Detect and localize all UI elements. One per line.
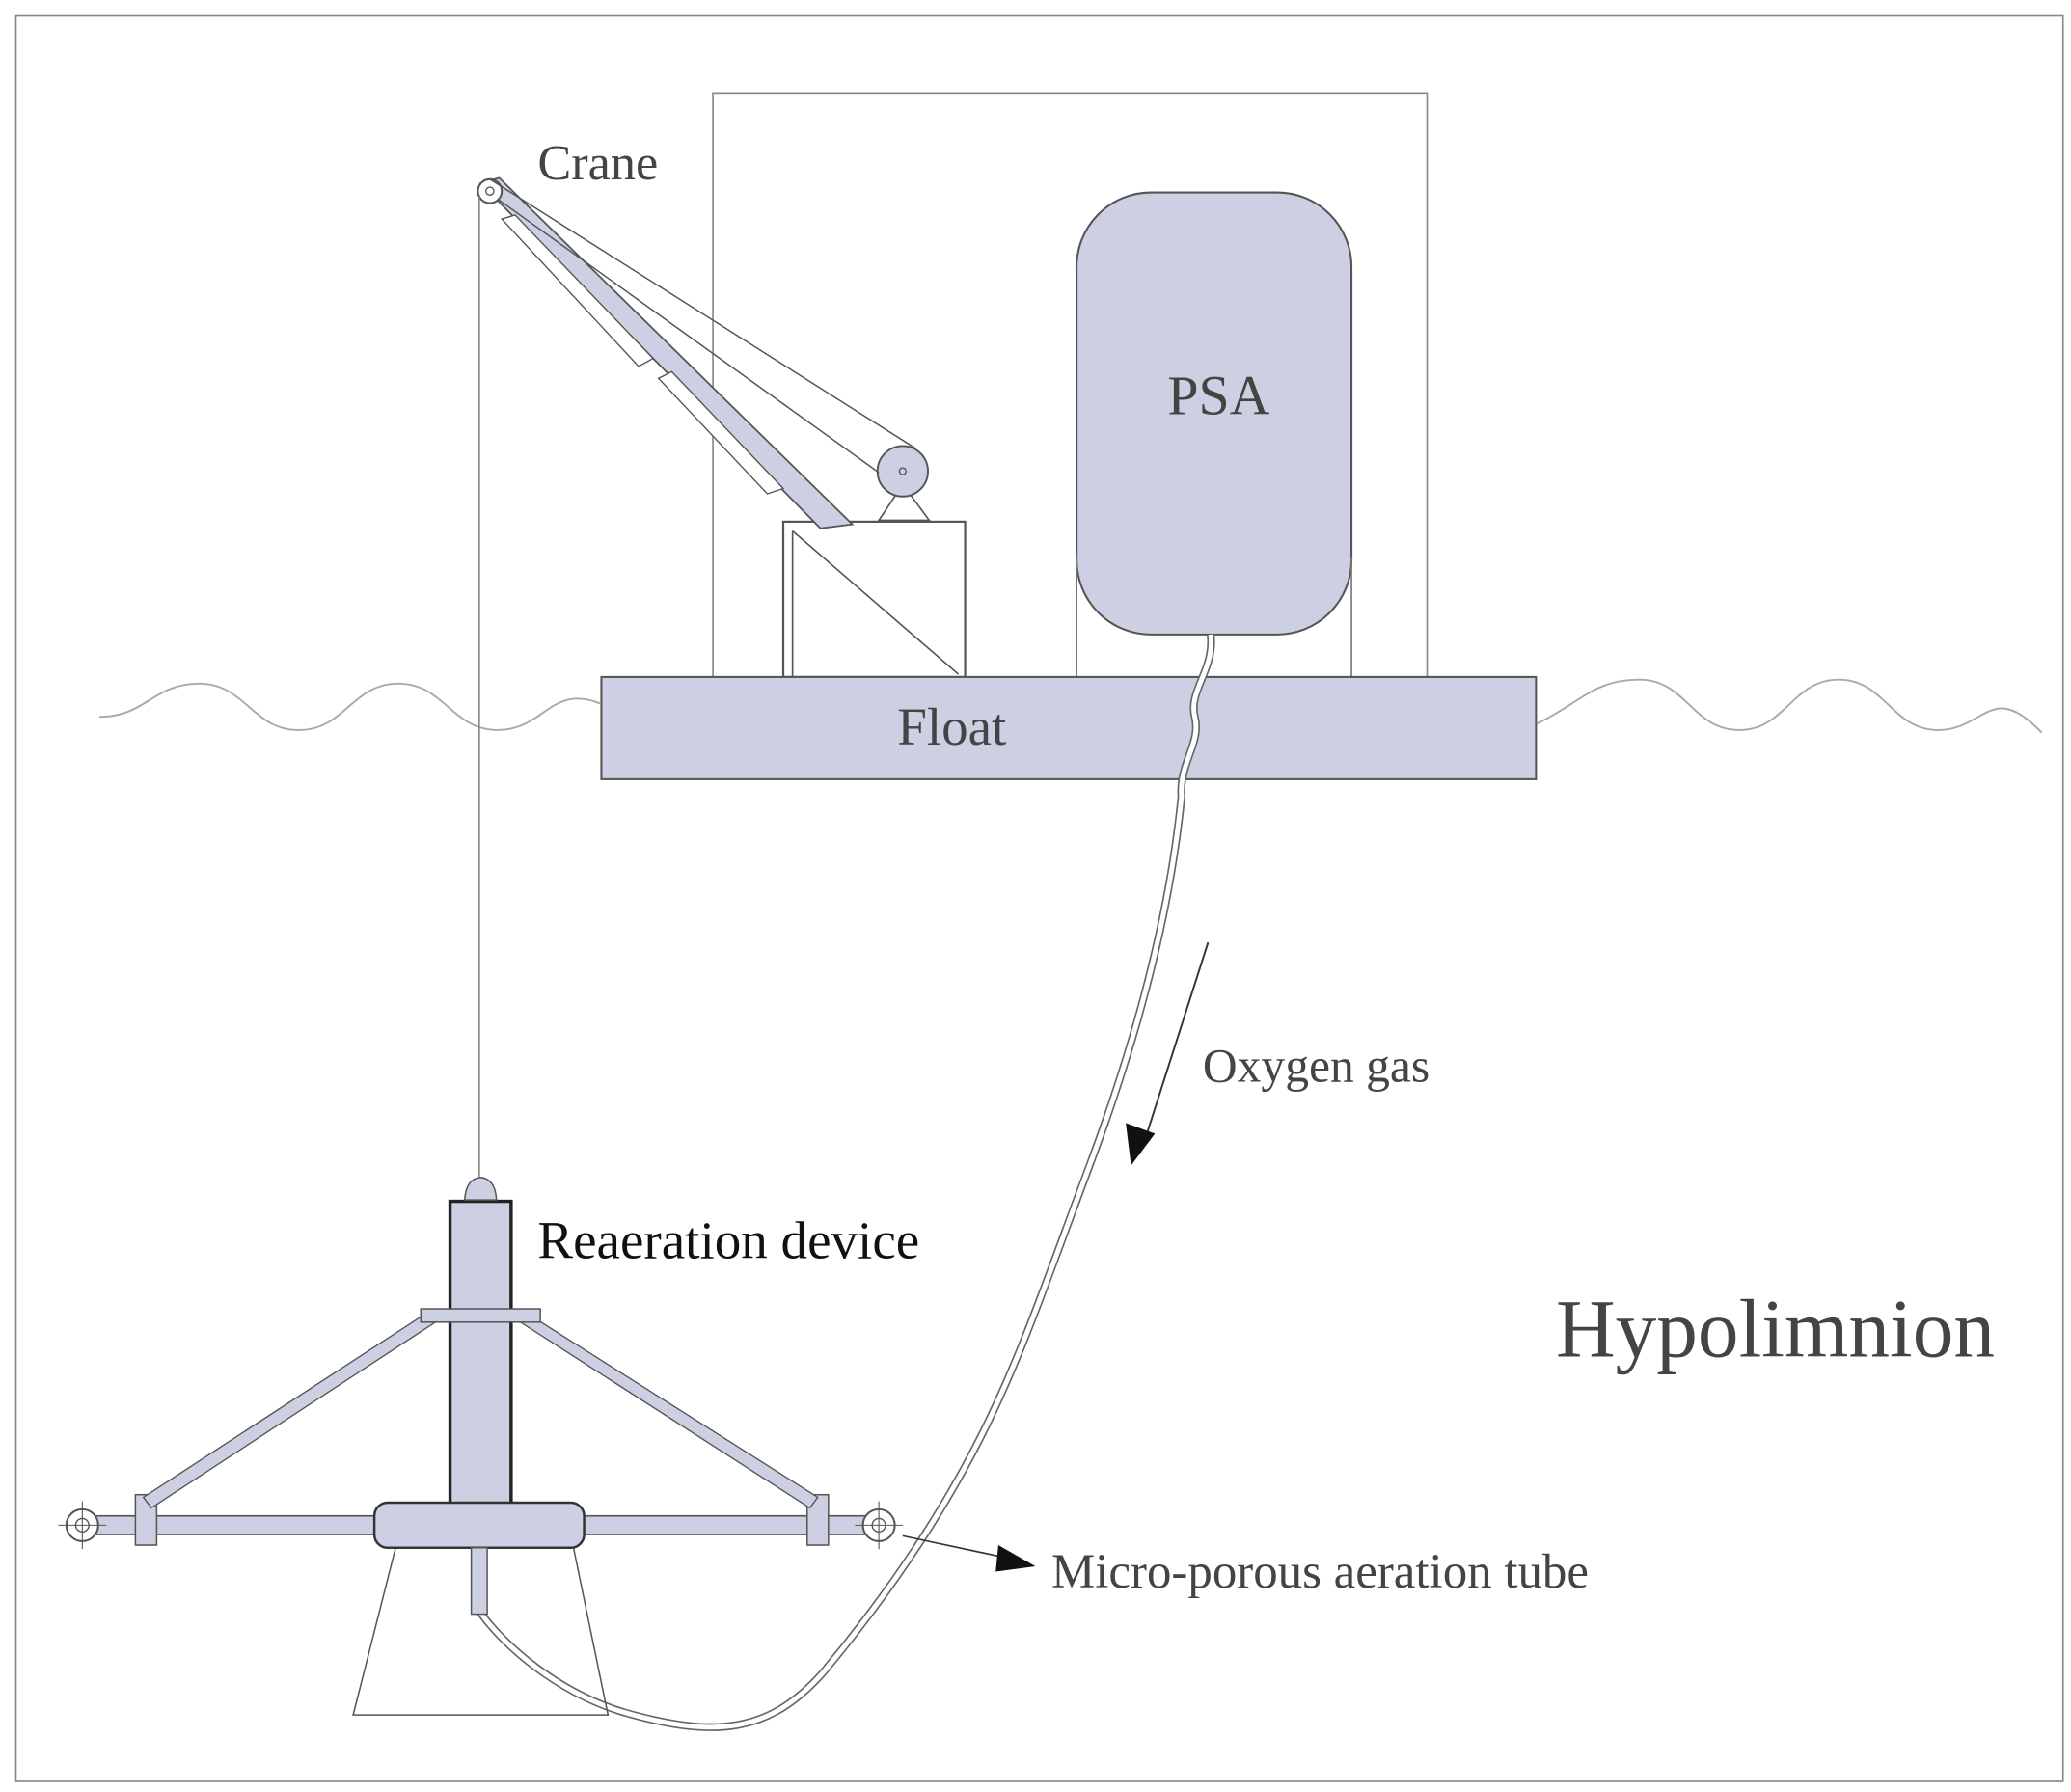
label-reaeration-device: Reaeration device (537, 1211, 919, 1270)
label-psa: PSA (1167, 364, 1269, 426)
device-arm-left (81, 1514, 378, 1535)
device-column (448, 1199, 513, 1515)
cable-to-winch-top (489, 178, 917, 449)
boom-slot-1 (500, 214, 655, 367)
strut-left (142, 1313, 437, 1509)
cable-to-winch-bottom (497, 198, 880, 474)
label-oxygen-gas: Oxygen gas (1203, 1040, 1430, 1093)
label-aeration-tube: Micro-porous aeration tube (1051, 1545, 1589, 1599)
label-hypolimnion: Hypolimnion (1556, 1285, 1995, 1375)
boom-slot-2 (657, 370, 785, 495)
device-collar (420, 1308, 541, 1323)
aeration-tube-pointer-shaft (902, 1534, 1010, 1560)
crane-base-brace (792, 529, 960, 675)
winch-stand (877, 482, 932, 522)
crane-pulley-hub (485, 186, 495, 197)
winch-drum (876, 445, 929, 498)
device-outlet (470, 1547, 488, 1616)
crane-base (781, 520, 967, 679)
outer-frame (14, 14, 2064, 1782)
crane-boom (478, 176, 855, 529)
water-surface-right (1537, 678, 2043, 734)
aeration-tube-end-left (58, 1501, 107, 1550)
aeration-tube-pointer-head (995, 1545, 1036, 1572)
clamp-right (806, 1493, 830, 1546)
aeration-tube-end-right (855, 1501, 903, 1550)
oxygen-flow-arrowhead (1126, 1123, 1156, 1166)
label-crane: Crane (537, 135, 658, 191)
water-surface-left (99, 682, 601, 731)
oxygen-hose-inner (478, 634, 1214, 1730)
oxygen-flow-arrow-shaft (1143, 941, 1210, 1142)
diffuser-skirt (352, 1547, 610, 1716)
strut-right (519, 1313, 819, 1509)
device-arm-right (583, 1514, 880, 1535)
device-cap (463, 1177, 498, 1201)
device-hub (372, 1501, 586, 1550)
winch-hub (898, 467, 908, 475)
float (600, 675, 1538, 780)
label-float: Float (897, 697, 1006, 756)
